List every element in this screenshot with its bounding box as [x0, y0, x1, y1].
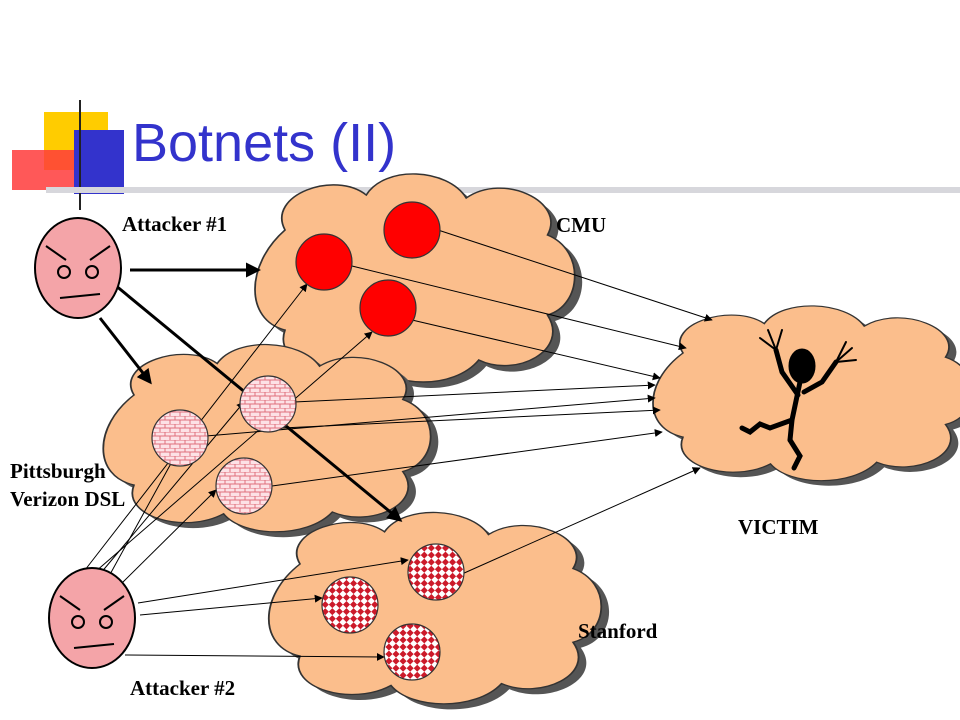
pittsburgh-bots — [151, 375, 297, 515]
slide-title: Botnets (II) — [132, 113, 397, 173]
stanford-label: Stanford — [578, 619, 658, 643]
victim-figure-icon — [739, 329, 857, 471]
bot-node-icon — [407, 543, 465, 601]
cloud-victim — [652, 305, 960, 486]
stanford-bots — [321, 543, 465, 681]
cmu-bots — [295, 201, 441, 337]
bot-node-icon — [383, 201, 441, 259]
attacker2-command-arrows — [84, 283, 409, 661]
bot-node-icon — [239, 375, 297, 433]
attacker-face-icon — [48, 567, 136, 669]
attacker1-label: Attacker #1 — [122, 212, 228, 236]
bot-node-icon — [215, 457, 273, 515]
attacker-face-icon — [34, 217, 122, 319]
bot-node-icon — [383, 623, 441, 681]
pittsburgh-label-line1: Pittsburgh — [10, 459, 106, 483]
bot-attack-arrows — [205, 229, 713, 575]
victim-label: VICTIM — [738, 515, 819, 539]
attacker2-label: Attacker #2 — [130, 676, 236, 700]
bot-node-icon — [359, 279, 417, 337]
bot-node-icon — [321, 576, 379, 634]
bot-node-icon — [151, 409, 209, 467]
pittsburgh-label-line2: Verizon DSL — [10, 487, 126, 511]
cloud-stanford — [267, 511, 610, 710]
cmu-label: CMU — [556, 213, 607, 237]
pittsburgh-label: Pittsburgh Verizon DSL — [10, 457, 125, 513]
bot-node-icon — [295, 233, 353, 291]
